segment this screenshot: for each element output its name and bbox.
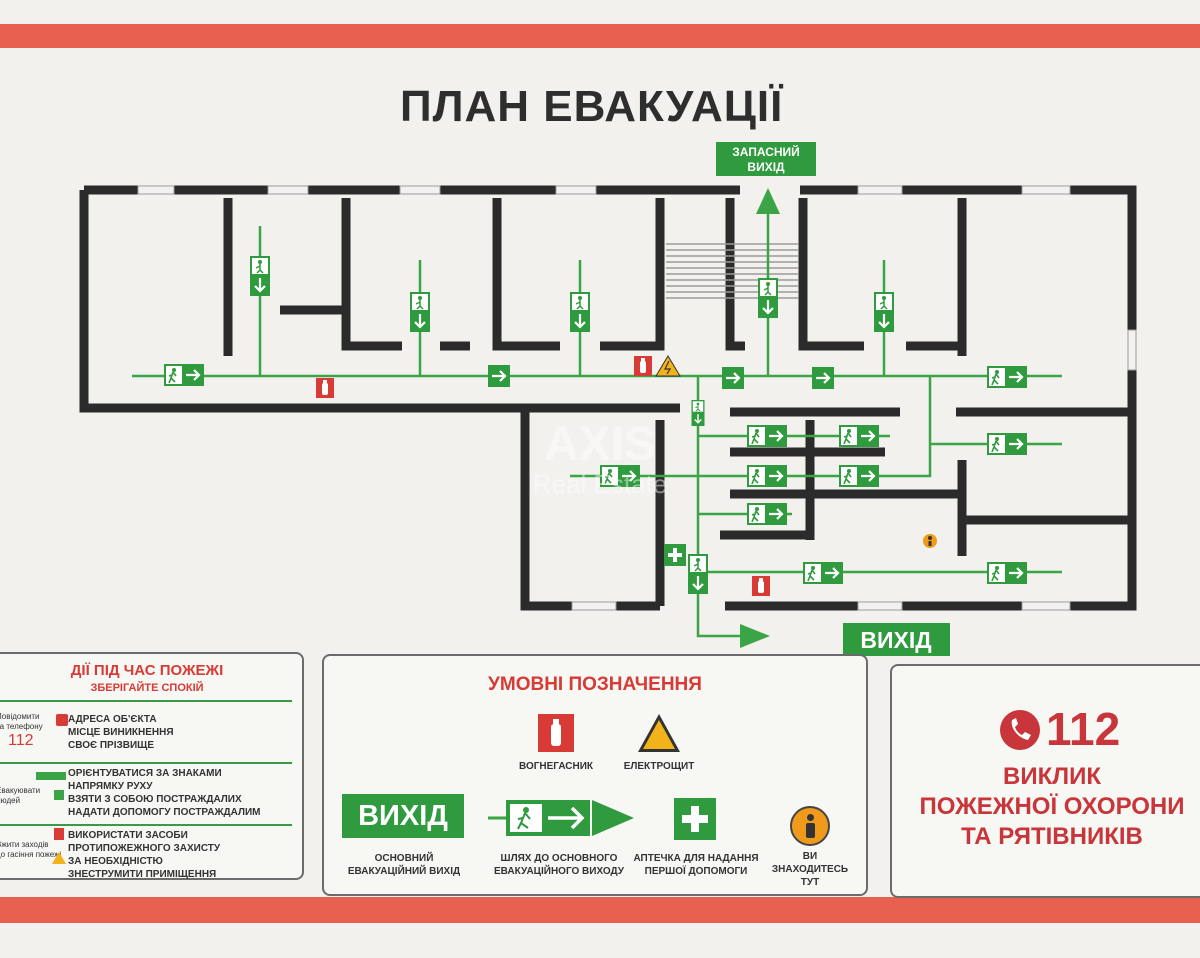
you-are-here-1: ВИ bbox=[802, 851, 818, 862]
path-legend-icon bbox=[488, 800, 634, 836]
evacuation-routes bbox=[132, 212, 1062, 638]
extinguisher-icon bbox=[54, 828, 64, 840]
evacuate-item-2: НАПРЯМКУ РУХУ bbox=[68, 781, 153, 792]
you-are-here-3: ТУТ bbox=[800, 877, 820, 888]
main-exit-text: ВИХІД bbox=[860, 627, 931, 653]
extinguisher-label: ВОГНЕГАСНИК bbox=[518, 761, 594, 772]
report-item-1: АДРЕСА ОБ'ЄКТА bbox=[68, 714, 157, 725]
windows bbox=[137, 185, 1137, 611]
extinguisher-legend-icon bbox=[538, 714, 574, 752]
actions-title: ДІЇ ПІД ЧАС ПОЖЕЖІ bbox=[70, 662, 224, 679]
first-aid-sign bbox=[664, 544, 686, 566]
emergency-call-panel: 112 ВИКЛИК ПОЖЕЖНОЇ ОХОРОНИ ТА РЯТІВНИКІ… bbox=[890, 664, 1200, 898]
divider bbox=[0, 700, 292, 702]
report-item-2: МІСЦЕ ВИНИКНЕННЯ bbox=[68, 727, 174, 738]
watermark-sub: Real Estate bbox=[532, 469, 668, 499]
call-number: 112 bbox=[1046, 703, 1121, 755]
you-are-here-marker bbox=[923, 534, 937, 548]
evacuate-item-1: ОРІЄНТУВАТИСЯ ЗА ЗНАКАМИ bbox=[68, 768, 222, 779]
actions-subtitle: ЗБЕРІГАЙТЕ СПОКІЙ bbox=[90, 682, 204, 694]
top-red-stripe bbox=[0, 24, 1200, 48]
call-line-2: ПОЖЕЖНОЇ ОХОРОНИ bbox=[919, 793, 1185, 820]
call-line-1: Повідомити bbox=[0, 712, 40, 721]
evacuate-line-1: Евакуювати bbox=[0, 786, 41, 795]
you-are-here-legend-icon bbox=[790, 806, 830, 846]
spare-exit-line-2: ВИХІД bbox=[747, 160, 785, 174]
watermark-brand: AXIS bbox=[543, 418, 657, 471]
exit-legend-sign: ВИХІД bbox=[342, 794, 464, 838]
measures-line-1: Вжити заходів bbox=[0, 840, 49, 849]
path-desc-1: ШЛЯХ ДО ОСНОВНОГО bbox=[500, 853, 618, 864]
evacuate-item-4: НАДАТИ ДОПОМОГУ ПОСТРАЖДАЛИМ bbox=[68, 807, 261, 818]
measures-item-4: ЗНЕСТРУМИТИ ПРИМІЩЕННЯ bbox=[68, 869, 217, 880]
measures-item-1: ВИКОРИСТАТИ ЗАСОБИ bbox=[68, 830, 188, 841]
watermark: AXIS Real Estate bbox=[500, 418, 700, 499]
floor-plan: ЗАПАСНИЙ ВИХІД ВИХІД bbox=[79, 142, 1137, 656]
fire-actions-panel: ДІЇ ПІД ЧАС ПОЖЕЖІ ЗБЕРІГАЙТЕ СПОКІЙ Пов… bbox=[0, 652, 304, 880]
call-line-2: за телефону bbox=[0, 722, 43, 731]
spare-exit-label: ЗАПАСНИЙ ВИХІД bbox=[716, 142, 816, 176]
warning-icon bbox=[52, 852, 66, 864]
electrical-panel-sign bbox=[655, 355, 681, 377]
phone-icon bbox=[1000, 710, 1040, 750]
exit-desc-2: ЕВАКУАЦІЙНИЙ ВИХІД bbox=[347, 866, 461, 877]
path-desc-2: ЕВАКУАЦІЙНОГО ВИХОДУ bbox=[494, 866, 624, 877]
main-exit-arrow bbox=[740, 624, 770, 648]
switchboard-legend-fill bbox=[643, 720, 675, 749]
bottom-red-stripe bbox=[0, 897, 1200, 923]
legend-title: УМОВНІ ПОЗНАЧЕННЯ bbox=[488, 674, 702, 695]
switchboard-label: ЕЛЕКТРОЩИТ bbox=[623, 761, 695, 772]
divider bbox=[0, 824, 292, 826]
first-aid-desc-1: АПТЕЧКА ДЛЯ НАДАННЯ bbox=[633, 853, 759, 864]
actions-phone: 112 bbox=[8, 732, 34, 749]
measures-item-2: ПРОТИПОЖЕЖНОГО ЗАХИСТУ bbox=[68, 843, 221, 854]
evacuate-item-3: ВЗЯТИ З СОБОЮ ПОСТРАЖДАЛИХ bbox=[68, 794, 242, 805]
spare-exit-arrow bbox=[756, 188, 780, 214]
direction-arrow-icon bbox=[36, 772, 66, 780]
measures-line-2: до гасіння пожежі bbox=[0, 850, 62, 859]
evacuate-line-2: людей bbox=[0, 796, 21, 805]
call-line-3: ТА РЯТІВНИКІВ bbox=[961, 823, 1143, 850]
report-item-3: СВОЄ ПРІЗВИЩЕ bbox=[68, 740, 155, 751]
measures-item-3: ЗА НЕОБХІДНІСТЮ bbox=[68, 856, 163, 867]
call-line-1: ВИКЛИК bbox=[1003, 763, 1101, 790]
first-aid-icon bbox=[54, 790, 64, 800]
main-exit-label: ВИХІД bbox=[843, 623, 950, 656]
you-are-here-2: ЗНАХОДИТЕСЬ bbox=[771, 864, 849, 875]
exit-desc-1: ОСНОВНИЙ bbox=[374, 853, 434, 864]
divider bbox=[0, 762, 292, 764]
legend-panel: УМОВНІ ПОЗНАЧЕННЯ ВОГНЕГАСНИК ЕЛЕКТРОЩИТ… bbox=[322, 654, 868, 896]
phone-icon bbox=[56, 714, 68, 726]
building-walls bbox=[79, 185, 1137, 611]
first-aid-desc-2: ПЕРШОЇ ДОПОМОГИ bbox=[644, 866, 748, 877]
spare-exit-line-1: ЗАПАСНИЙ bbox=[732, 144, 800, 159]
plan-title: ПЛАН ЕВАКУАЦІЇ bbox=[400, 82, 784, 131]
first-aid-legend-icon bbox=[674, 798, 716, 840]
